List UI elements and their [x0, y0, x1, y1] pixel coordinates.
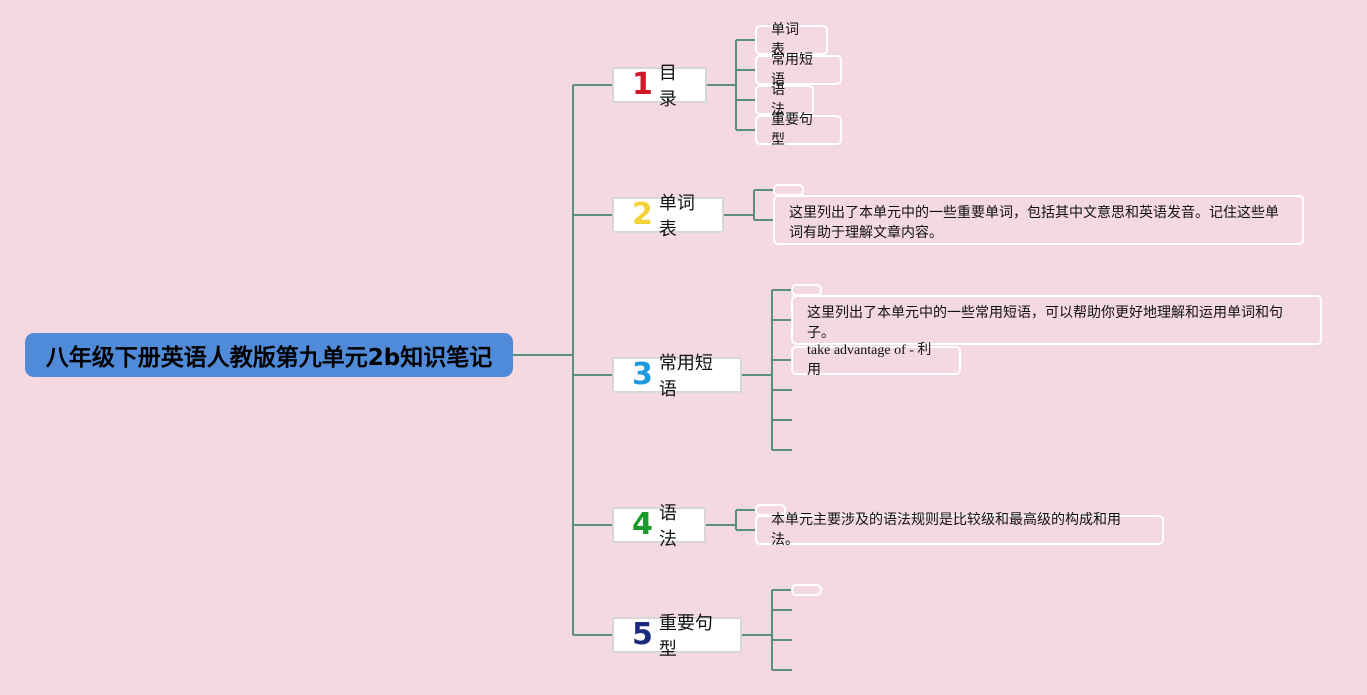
branch-number: 4 — [632, 507, 653, 542]
grammar-description[interactable]: 本单元主要涉及的语法规则是比较级和最高级的构成和用法。 — [755, 512, 1164, 548]
leaf-text: 这里列出了本单元中的一些常用短语，可以帮助你更好地理解和运用单词和句子。 — [807, 305, 1283, 341]
leaf-text: 语法 — [771, 82, 785, 118]
branch-label: 常用短语 — [658, 353, 713, 400]
branch-label: 语法 — [658, 503, 677, 550]
branch-number: 3 — [632, 357, 653, 392]
branch-grammar[interactable]: 4 语法 — [612, 503, 706, 550]
empty-node[interactable] — [791, 584, 822, 596]
branch-number: 5 — [632, 617, 653, 652]
toc-item-sentence-patterns[interactable]: 重要句型 — [755, 112, 842, 148]
toc-item-vocabulary[interactable]: 单词表 — [755, 22, 828, 58]
phrases-description[interactable]: 这里列出了本单元中的一些常用短语，可以帮助你更好地理解和运用单词和句子。 — [791, 295, 1322, 345]
phrase-item[interactable]: take advantage of - 利用 — [791, 343, 961, 378]
leaf-text: take advantage of - 利用 — [807, 342, 932, 378]
leaf-text: 这里列出了本单元中的一些重要单词，包括其中文意思和英语发音。记住这些单词有助于理… — [789, 205, 1279, 241]
leaf-text: 单词表 — [771, 22, 799, 58]
root-title: 八年级下册英语人教版第九单元2b知识笔记 — [45, 345, 493, 371]
root-topic[interactable]: 八年级下册英语人教版第九单元2b知识笔记 — [25, 333, 513, 377]
branch-label: 重要句型 — [658, 613, 713, 660]
toc-item-phrases[interactable]: 常用短语 — [755, 52, 842, 88]
connector-b1 — [707, 39, 756, 131]
branch-label: 单词表 — [658, 193, 695, 240]
branch-toc[interactable]: 1 目录 — [612, 63, 707, 110]
connector-b5 — [742, 589, 792, 671]
branch-phrases[interactable]: 3 常用短语 — [612, 353, 742, 400]
leaf-text: 常用短语 — [771, 52, 813, 88]
branch-number: 1 — [632, 67, 653, 102]
leaf-text: 本单元主要涉及的语法规则是比较级和最高级的构成和用法。 — [771, 512, 1121, 548]
branch-number: 2 — [632, 197, 653, 232]
connector-b4 — [706, 509, 756, 531]
branch-vocabulary[interactable]: 2 单词表 — [612, 193, 724, 240]
toc-item-grammar[interactable]: 语法 — [755, 82, 814, 118]
branch-label: 目录 — [658, 63, 677, 110]
branch-sentence-patterns[interactable]: 5 重要句型 — [612, 613, 742, 660]
connector-b3 — [742, 289, 792, 451]
leaf-text: 重要句型 — [771, 112, 813, 148]
connector-b2 — [724, 189, 774, 221]
vocabulary-description[interactable]: 这里列出了本单元中的一些重要单词，包括其中文意思和英语发音。记住这些单词有助于理… — [773, 195, 1304, 245]
